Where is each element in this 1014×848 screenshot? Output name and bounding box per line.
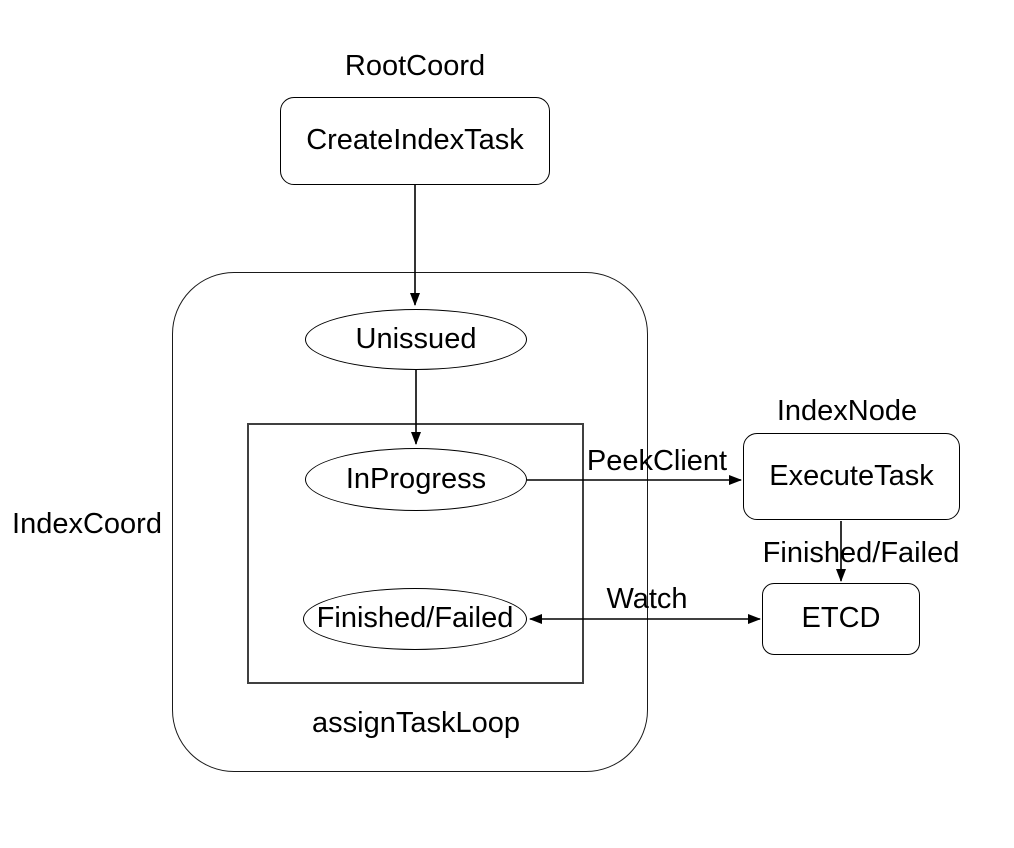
node-create-index-task-label: CreateIndexTask (306, 124, 524, 157)
node-execute-task: ExecuteTask (743, 433, 960, 520)
node-in-progress-label: InProgress (345, 462, 487, 495)
root-coord-label: RootCoord (344, 50, 486, 82)
node-create-index-task: CreateIndexTask (280, 97, 550, 185)
node-unissued-label: Unissued (355, 322, 477, 355)
edge-finished-failed-label: Finished/Failed (762, 537, 960, 569)
node-execute-task-label: ExecuteTask (769, 459, 934, 492)
index-coord-container (172, 272, 648, 772)
edge-watch-label: Watch (606, 583, 688, 615)
node-unissued: Unissued (305, 309, 527, 370)
node-etcd: ETCD (762, 583, 920, 655)
index-coord-label: IndexCoord (12, 508, 162, 540)
assign-task-loop-label: assignTaskLoop (312, 707, 520, 739)
index-node-label: IndexNode (776, 395, 918, 427)
edge-peek-client-label: PeekClient (586, 445, 728, 477)
node-in-progress: InProgress (305, 448, 527, 511)
node-etcd-label: ETCD (801, 602, 881, 635)
node-finished-failed: Finished/Failed (303, 588, 527, 650)
node-finished-failed-label: Finished/Failed (316, 602, 514, 635)
